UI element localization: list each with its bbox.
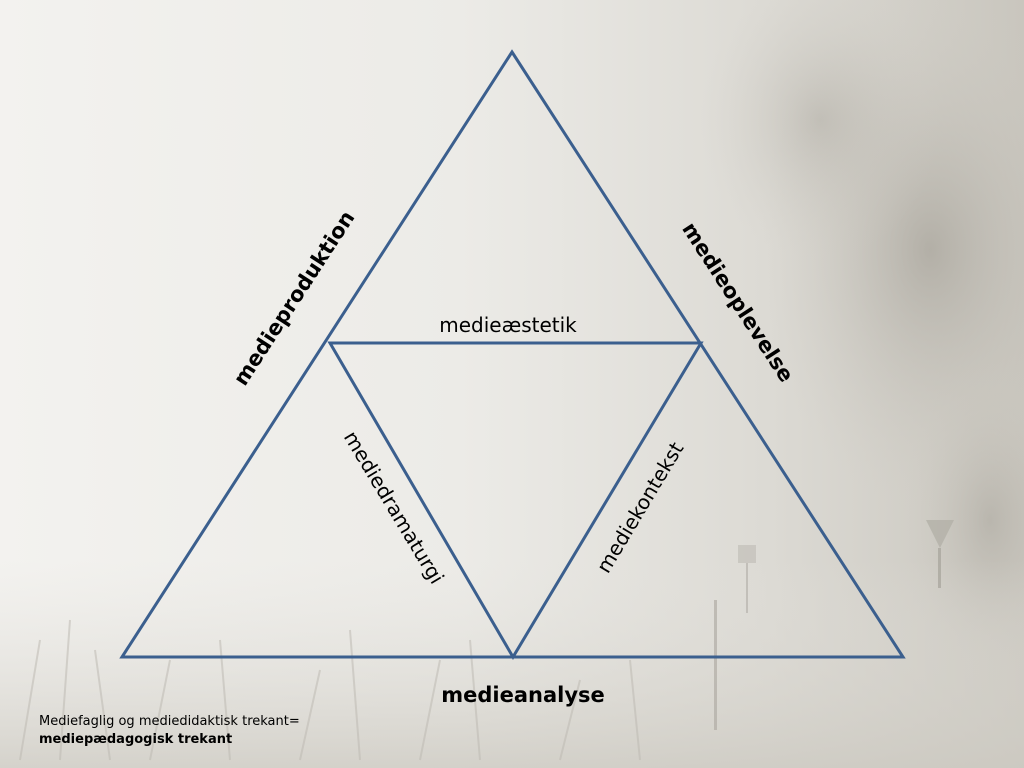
- caption-line-1: Mediefaglig og mediedidaktisk trekant=: [39, 714, 300, 729]
- caption-line-2: mediepædagogisk trekant: [39, 732, 233, 747]
- inner-triangle: [327, 341, 704, 660]
- label-mediekontekst: mediekontekst: [592, 438, 689, 577]
- label-medieaestetik: medieæstetik: [439, 313, 577, 337]
- caption: Mediefaglig og mediedidaktisk trekant= m…: [39, 713, 300, 749]
- triangle-lines: [119, 49, 906, 660]
- label-medieoplevelse: medieoplevelse: [677, 218, 798, 387]
- label-medieanalyse: medieanalyse: [441, 683, 605, 707]
